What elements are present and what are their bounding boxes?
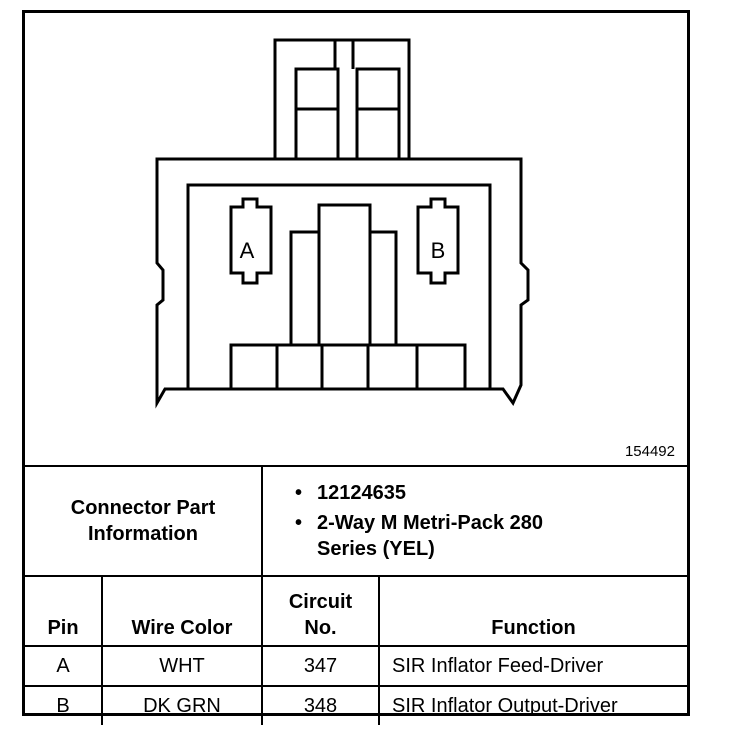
row-wire-color: DK GRN <box>101 685 263 725</box>
pin-a-label: A <box>240 238 255 263</box>
row-pin: A <box>25 645 103 687</box>
header-wire-color: Wire Color <box>101 575 263 647</box>
row-function: SIR Inflator Feed-Driver <box>377 645 688 687</box>
center-key <box>289 203 398 347</box>
header-circuit-no: Circuit No. <box>261 575 380 647</box>
row-function: SIR Inflator Output-Driver <box>377 685 688 725</box>
terminal-cavity-b <box>416 197 460 285</box>
row-pin: B <box>25 685 103 725</box>
table-header-row: Pin Wire Color Circuit No. Function <box>25 575 688 647</box>
connector-face-drawing: A B <box>155 38 530 409</box>
row-circuit: 347 <box>261 645 380 687</box>
header-circuit-line2: No. <box>304 617 337 639</box>
header-function: Function <box>377 575 688 647</box>
bottom-ribs <box>229 343 467 391</box>
table-row: A WHT 347 SIR Inflator Feed-Driver <box>25 645 688 687</box>
connector-cavity <box>186 183 492 391</box>
connector-part-info-label-line2: Information <box>88 523 198 545</box>
part-number: 12124635 <box>293 480 687 506</box>
figure-number: 154492 <box>624 443 675 460</box>
connector-part-info-row: Connector Part Information 12124635 2-Wa… <box>25 465 688 577</box>
connector-part-info-label: Connector Part Information <box>25 465 263 577</box>
connector-part-info-label-line1: Connector Part <box>70 497 216 519</box>
connector-housing-outline <box>155 157 530 409</box>
header-circuit-line1: Circuit <box>288 591 353 613</box>
locking-tab <box>273 38 411 161</box>
connector-pinout-table: Connector Part Information 12124635 2-Wa… <box>25 465 688 725</box>
table-row: B DK GRN 348 SIR Inflator Output-Driver <box>25 685 688 725</box>
connector-part-info-details: 12124635 2-Way M Metri-Pack 280 Series (… <box>260 465 688 577</box>
connector-diagram-frame: A B 154492 Connector Part Information 12… <box>22 10 690 725</box>
connector-description: 2-Way M Metri-Pack 280 Series (YEL) <box>293 510 687 562</box>
row-circuit: 348 <box>261 685 380 725</box>
row-wire-color: WHT <box>101 645 263 687</box>
pin-b-label: B <box>431 238 446 263</box>
terminal-cavity-a <box>229 197 273 285</box>
header-pin: Pin <box>25 575 103 647</box>
